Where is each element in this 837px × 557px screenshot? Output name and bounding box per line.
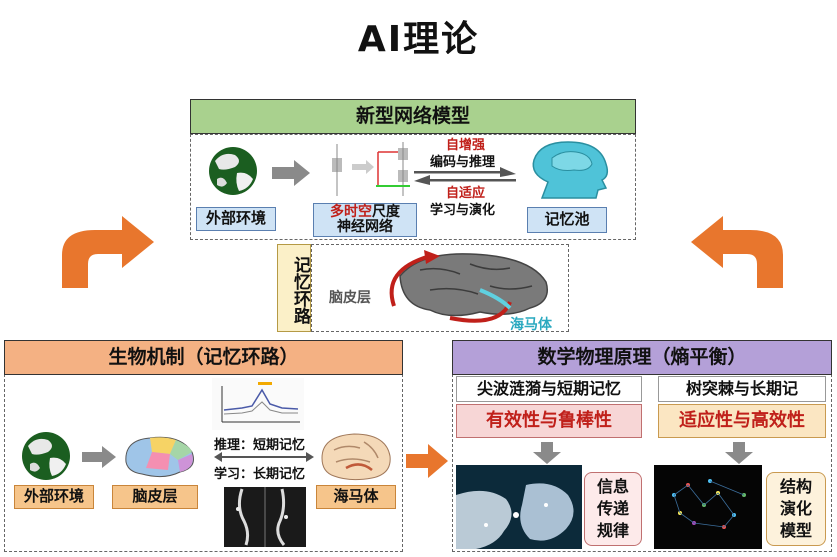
memory-loop-label: 记忆环路 bbox=[277, 244, 311, 332]
info-transfer-label: 信息传递规律 bbox=[584, 472, 642, 546]
network-label: 多时空尺度 神经网络 bbox=[313, 203, 417, 237]
effectiveness-label: 有效性与鲁棒性 bbox=[456, 404, 642, 438]
left-env-label: 外部环境 bbox=[14, 485, 94, 509]
sharp-wave-title: 尖波涟漪与短期记忆 bbox=[456, 376, 642, 402]
left-cortex-label: 脑皮层 bbox=[112, 485, 198, 509]
memory-loop-panel bbox=[311, 244, 569, 332]
right-panel-header: 数学物理原理（熵平衡） bbox=[452, 340, 832, 375]
right-arrow-icon bbox=[272, 160, 310, 186]
learn-evolve-label: 学习与演化 bbox=[430, 203, 496, 218]
down-arrow-icon-2 bbox=[725, 442, 753, 464]
colored-brain-icon bbox=[125, 436, 194, 478]
middle-cortex-label: 脑皮层 bbox=[329, 290, 371, 306]
curved-arrow-right-icon bbox=[691, 216, 783, 288]
learning-label: 学习：长期记忆 bbox=[214, 467, 306, 482]
middle-hippocampus-label: 海马体 bbox=[510, 317, 552, 333]
network-label-rest: 尺度 bbox=[372, 204, 400, 220]
left-right-arrow-icon bbox=[82, 446, 116, 468]
hippocampus-brain-icon bbox=[321, 433, 391, 481]
network-label-line2: 神经网络 bbox=[337, 219, 393, 235]
self-enhance-label: 自增强 bbox=[446, 138, 486, 153]
network-label-red: 多时空 bbox=[330, 204, 372, 220]
synapse-image bbox=[456, 465, 582, 549]
dendrite-image bbox=[224, 487, 306, 547]
self-adapt-label: 自适应 bbox=[446, 186, 486, 201]
left-panel-header: 生物机制（记忆环路） bbox=[4, 340, 403, 375]
earth-icon bbox=[209, 147, 257, 195]
down-arrow-icon-1 bbox=[533, 442, 561, 464]
top-env-label: 外部环境 bbox=[196, 207, 276, 231]
dendrite-strands-icon bbox=[236, 487, 288, 547]
network-dots-icon bbox=[672, 479, 746, 529]
network-structure-image bbox=[654, 465, 762, 549]
network-diagram-icon bbox=[332, 142, 410, 196]
left-hippocampus-label: 海马体 bbox=[316, 485, 396, 509]
top-panel bbox=[190, 134, 636, 240]
encode-reason-label: 编码与推理 bbox=[430, 155, 496, 170]
synapse-shapes-icon bbox=[456, 483, 574, 549]
reasoning-label: 推理：短期记忆 bbox=[214, 438, 306, 453]
memory-pool-head-icon bbox=[532, 141, 609, 199]
adaptability-label: 适应性与高效性 bbox=[658, 404, 826, 438]
spike-chart-image bbox=[212, 378, 304, 430]
page-title: AI理论 bbox=[357, 19, 480, 60]
curved-arrow-left-icon bbox=[62, 216, 154, 288]
structure-evolution-label: 结构演化模型 bbox=[766, 472, 826, 546]
dendritic-spine-title: 树突棘与长期记 bbox=[658, 376, 826, 402]
top-panel-header: 新型网络模型 bbox=[190, 99, 636, 134]
bidirectional-arrow-icon bbox=[414, 167, 516, 185]
orange-right-arrow-icon bbox=[406, 444, 448, 478]
left-earth-icon bbox=[22, 432, 70, 480]
brain-loop-icon bbox=[389, 250, 548, 323]
double-arrow-icon bbox=[214, 452, 314, 462]
memory-pool-label: 记忆池 bbox=[527, 207, 607, 233]
